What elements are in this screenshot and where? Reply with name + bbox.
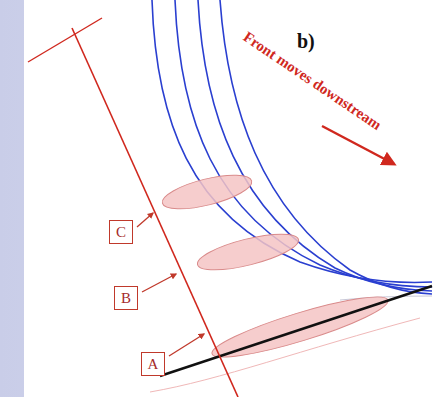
letter-box: A xyxy=(141,352,165,376)
red-line xyxy=(72,28,238,397)
letter-box: C xyxy=(109,220,133,244)
panel-ground xyxy=(24,0,437,397)
letter-label: C xyxy=(116,225,126,240)
wall-line xyxy=(160,286,432,376)
panel-letter: b) xyxy=(297,30,315,53)
pointer-arrow xyxy=(137,213,204,356)
letter-label: A xyxy=(148,357,159,372)
letter-box: B xyxy=(114,286,138,310)
red-line xyxy=(28,18,102,62)
letter-label: B xyxy=(121,291,131,306)
front-curves xyxy=(152,0,432,294)
direction-arrow xyxy=(322,126,394,164)
